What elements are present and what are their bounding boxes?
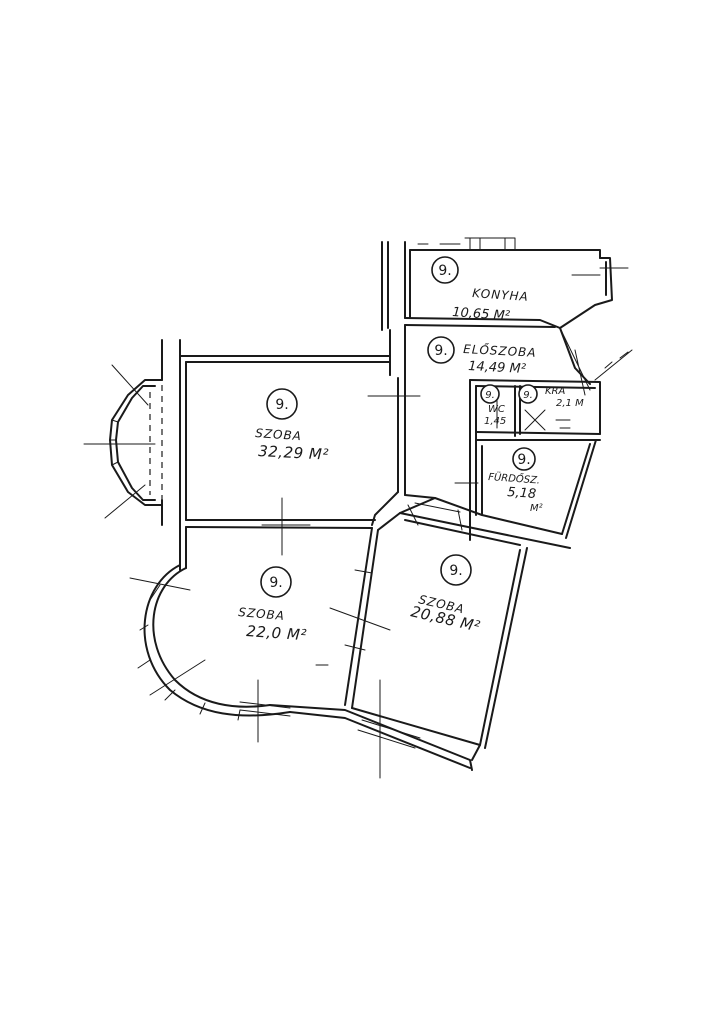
room-number-badge: [480, 384, 500, 404]
room-szoba-3: 9. SZOBA 20,88 M²: [409, 554, 482, 636]
room-name: SZOBA: [255, 426, 303, 443]
room-szoba-2: 9. SZOBA 22,0 M²: [238, 566, 308, 644]
room-area: 14,49 M²: [468, 359, 526, 377]
room-number-badge: [440, 554, 472, 586]
room-area-unit: M²: [530, 503, 543, 514]
room-area: 32,29 M²: [258, 442, 330, 464]
room-area: 5,18: [507, 485, 537, 502]
room-name: ELŐSZOBA: [463, 341, 537, 360]
walls: [109, 241, 613, 771]
room-furdo: 9. FÜRDŐSZ. 5,18 M²: [488, 447, 543, 514]
room-number-badge: [518, 384, 538, 404]
room-area: 1,45: [484, 416, 506, 427]
room-wc: 9. WC 1,45: [480, 384, 506, 427]
room-number: 9.: [449, 563, 462, 579]
room-number: 9.: [517, 452, 530, 468]
room-name: WC: [488, 404, 505, 415]
room-number-badge: [431, 256, 459, 284]
room-eloszoba: 9. ELŐSZOBA 14,49 M²: [427, 336, 537, 377]
room-area: 22,0 M²: [246, 622, 308, 644]
room-name: KONYHA: [472, 286, 529, 304]
room-number: 9.: [269, 575, 282, 591]
section-lines: [83, 274, 601, 779]
room-name: SZOBA: [238, 605, 286, 623]
room-konyha: 9. KONYHA 10,65 M²: [431, 256, 529, 324]
room-number: 9.: [523, 390, 533, 401]
room-number-badge: [427, 336, 455, 364]
room-name: KRA: [545, 386, 566, 397]
room-number-badge: [260, 566, 292, 598]
room-area: 2,1 M: [556, 398, 584, 409]
room-szoba-1: 9. SZOBA 32,29 M²: [255, 388, 330, 464]
room-number-badge: [512, 447, 536, 471]
room-number: 9.: [485, 390, 495, 401]
room-number: 9.: [434, 343, 447, 359]
room-number-badge: [266, 388, 298, 420]
room-name: FÜRDŐSZ.: [488, 469, 541, 487]
openings: [239, 237, 633, 749]
room-number: 9.: [438, 263, 451, 279]
room-kra: 9. KRA 2,1 M: [518, 384, 584, 409]
room-area: 10,65 M²: [452, 305, 511, 324]
room-number: 9.: [275, 397, 288, 413]
